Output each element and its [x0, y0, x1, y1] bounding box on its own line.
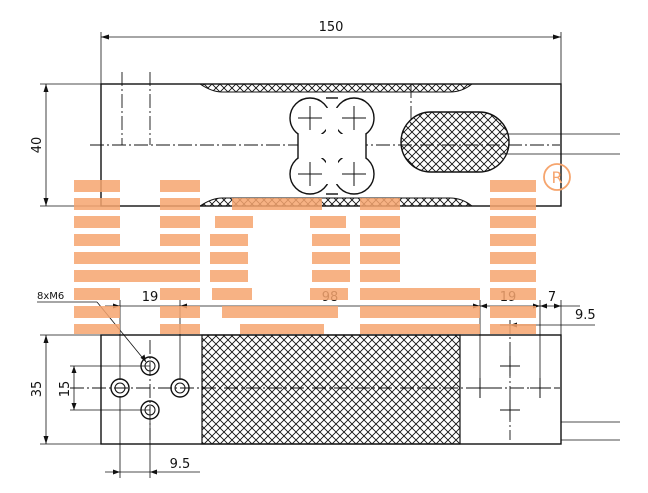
dim-7-label: 7: [548, 290, 556, 305]
thread-callout-arrow: [140, 354, 146, 362]
dim-9-5-right-label: 9.5: [575, 308, 596, 323]
gauge-cover-oval: [400, 111, 510, 173]
dim-40-label: 40: [30, 137, 45, 154]
registered-mark-circle: [543, 163, 571, 191]
holi-watermark: R: [74, 163, 571, 334]
dim-9-5-bottom-label: 9.5: [170, 457, 191, 472]
dim-150-label: 150: [319, 20, 344, 35]
watermark-letter-h: [74, 180, 200, 334]
bottom-view: 35 15 19 98 19 7 9.5 9.5 8xM6: [30, 290, 620, 478]
top-view: 150 40: [30, 20, 620, 207]
top-slot-hatch: [198, 83, 474, 93]
watermark-letter-o: [210, 198, 350, 334]
watermark-letter-i: [490, 180, 536, 334]
dim-15-label: 15: [58, 381, 73, 398]
registered-mark-letter: R: [551, 168, 562, 187]
watermark-letter-l: [360, 198, 480, 334]
bottom-hatched-area: [201, 334, 461, 445]
thread-callout-label: 8xM6: [37, 291, 64, 302]
dim-19-left-label: 19: [142, 290, 159, 305]
clover-hole: [289, 97, 375, 195]
right-mount-marks: [470, 356, 550, 420]
dim-35-label: 35: [30, 381, 45, 398]
